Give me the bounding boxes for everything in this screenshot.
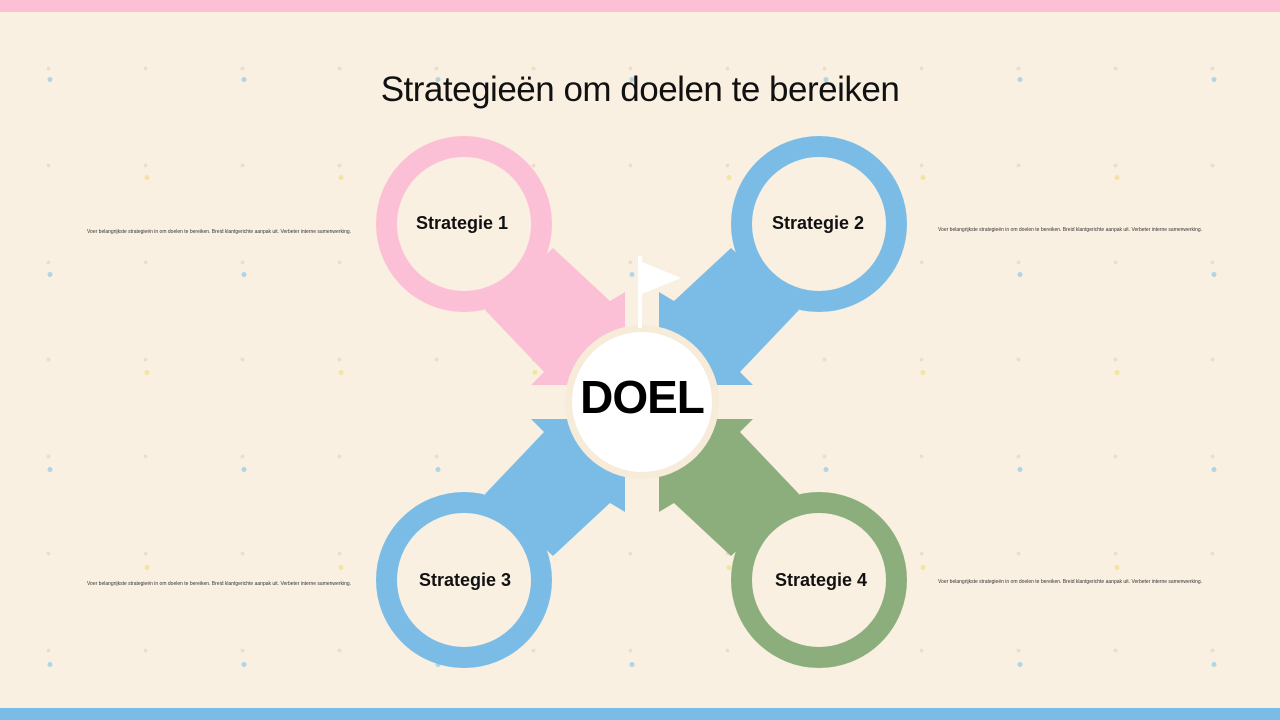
strategy-4-label: Strategie 4 — [774, 570, 868, 590]
strategy-3-circle — [376, 492, 552, 668]
strategy-2-circle — [731, 136, 907, 312]
strategy-1-circle — [376, 136, 552, 312]
goal-circle — [572, 332, 712, 472]
strategy-1-description: Voer belangrijkste strategieën in om doe… — [87, 229, 352, 235]
goal-label: DOEL — [580, 371, 705, 423]
flag-icon — [638, 256, 681, 328]
top-accent-bar — [0, 0, 1280, 12]
strategy-2-label: Strategie 2 — [771, 213, 865, 233]
strategy-4-description: Voer belangrijkste strategieën in om doe… — [938, 579, 1203, 585]
strategy-3-description: Voer belangrijkste strategieën in om doe… — [87, 581, 352, 587]
strategy-1-label: Strategie 1 — [415, 213, 509, 233]
page-title: Strategieën om doelen te bereiken — [380, 70, 900, 109]
strategy-4-circle — [731, 492, 907, 668]
bottom-accent-bar — [0, 708, 1280, 720]
strategy-3-label: Strategie 3 — [418, 570, 512, 590]
strategy-2-description: Voer belangrijkste strategieën in om doe… — [938, 227, 1203, 233]
